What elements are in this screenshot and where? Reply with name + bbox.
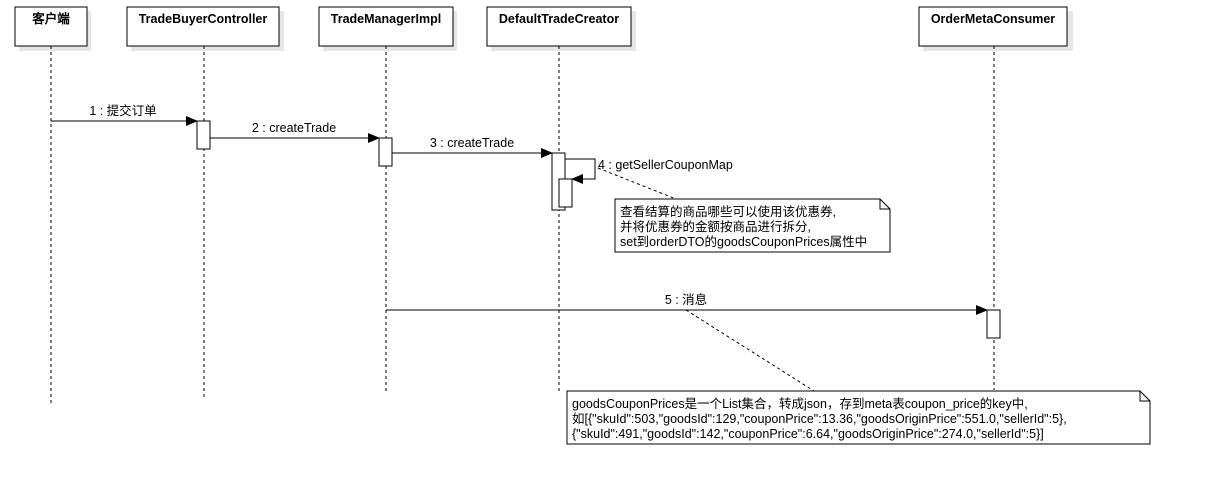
activation-bar-nested	[558, 178, 573, 208]
note-fold	[1139, 391, 1150, 402]
participant-client[interactable]: 客户端	[14, 6, 91, 51]
message-label: 2 : createTrade	[252, 121, 336, 135]
note-fold	[879, 199, 890, 210]
message-label: 5 : 消息	[665, 292, 707, 307]
participant-label: TradeBuyerController	[139, 12, 268, 26]
activation-bar	[986, 309, 1001, 339]
note-line: goodsCouponPrices是一个List集合，转成json，存到meta…	[572, 396, 1028, 411]
note-line: 并将优惠券的金额按商品进行拆分,	[620, 219, 811, 234]
message-label: 4 : getSellerCouponMap	[598, 158, 733, 172]
note-coupon-price-json[interactable]: goodsCouponPrices是一个List集合，转成json，存到meta…	[566, 390, 1151, 445]
message-2[interactable]: 2 : createTrade	[210, 121, 380, 143]
note-connector	[597, 167, 677, 200]
note-line: 查看结算的商品哪些可以使用该优惠券,	[620, 204, 836, 219]
note-line: {"skuId":491,"goodsId":142,"couponPrice"…	[572, 427, 1044, 441]
message-arrow	[565, 158, 596, 184]
message-3[interactable]: 3 : createTrade	[392, 136, 553, 158]
note-box	[614, 198, 891, 253]
note-box	[566, 390, 1151, 445]
message-label: 1 : 提交订单	[89, 103, 156, 118]
note-line: set到orderDTO的goodsCouponPrices属性中	[620, 234, 867, 249]
activation-bar	[196, 120, 211, 150]
message-1[interactable]: 1 : 提交订单	[51, 103, 198, 126]
message-4-self-call[interactable]: 4 : getSellerCouponMap	[565, 158, 733, 184]
message-5[interactable]: 5 : 消息	[386, 292, 988, 315]
participant-trade-buyer-controller[interactable]: TradeBuyerController	[126, 6, 284, 51]
participant-label: TradeManagerImpl	[331, 12, 441, 26]
participant-label: OrderMetaConsumer	[931, 12, 1055, 26]
message-label: 3 : createTrade	[430, 136, 514, 150]
note-connector	[685, 309, 815, 392]
participant-order-meta-consumer[interactable]: OrderMetaConsumer	[918, 6, 1073, 51]
participant-label: 客户端	[31, 11, 70, 26]
note-coupon-split[interactable]: 查看结算的商品哪些可以使用该优惠券, 并将优惠券的金额按商品进行拆分, set到…	[614, 198, 891, 253]
participant-default-trade-creator[interactable]: DefaultTradeCreator	[486, 6, 636, 51]
participant-trade-manager-impl[interactable]: TradeManagerImpl	[318, 6, 457, 51]
participant-label: DefaultTradeCreator	[499, 12, 619, 26]
activation-bar	[378, 137, 393, 167]
note-line: 如[{"skuId":503,"goodsId":129,"couponPric…	[572, 411, 1067, 426]
